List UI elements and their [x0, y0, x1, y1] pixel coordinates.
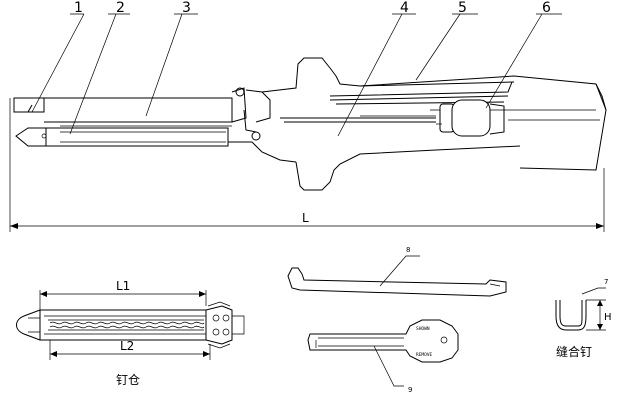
- callout-5: 5: [458, 0, 467, 16]
- hinge: [228, 87, 297, 163]
- knob-marking-remove: REMOVE: [416, 352, 433, 358]
- jaw-tip: [13, 97, 47, 147]
- callout-2: 2: [116, 0, 125, 16]
- cartridge-jaw: [46, 127, 229, 147]
- dimension-L: [9, 98, 605, 232]
- callout-3: 3: [182, 0, 191, 16]
- dimension-label-L1: L1: [116, 279, 130, 293]
- lower-handle: [261, 57, 521, 191]
- dimension-L1: [39, 290, 207, 310]
- staple-caption: 缝合钉: [556, 344, 592, 359]
- dimension-label-L: L: [302, 211, 309, 225]
- slider-knob: [436, 99, 505, 137]
- callout-4: 4: [400, 0, 409, 16]
- dimension-label-L2: L2: [120, 339, 134, 353]
- callout-1: 1: [74, 0, 83, 16]
- callout-8: 8: [406, 246, 410, 254]
- dimension-L2: [49, 340, 211, 360]
- knob-marking-shown: SHOWN: [416, 326, 430, 332]
- callout-9: 9: [408, 386, 412, 394]
- callout-7: 7: [604, 278, 608, 286]
- staple-view: [555, 287, 606, 331]
- callout-6: 6: [542, 0, 551, 16]
- stapler-assembly: [13, 57, 607, 191]
- knob-part-9: [307, 319, 459, 387]
- lever-part-8: [287, 255, 507, 297]
- cartridge-caption: 钉仓: [116, 373, 140, 387]
- dimension-label-H: H: [604, 312, 612, 323]
- callout-leaders: [31, 13, 562, 137]
- cartridge-view: [16, 301, 245, 349]
- anvil-jaw: [44, 97, 233, 127]
